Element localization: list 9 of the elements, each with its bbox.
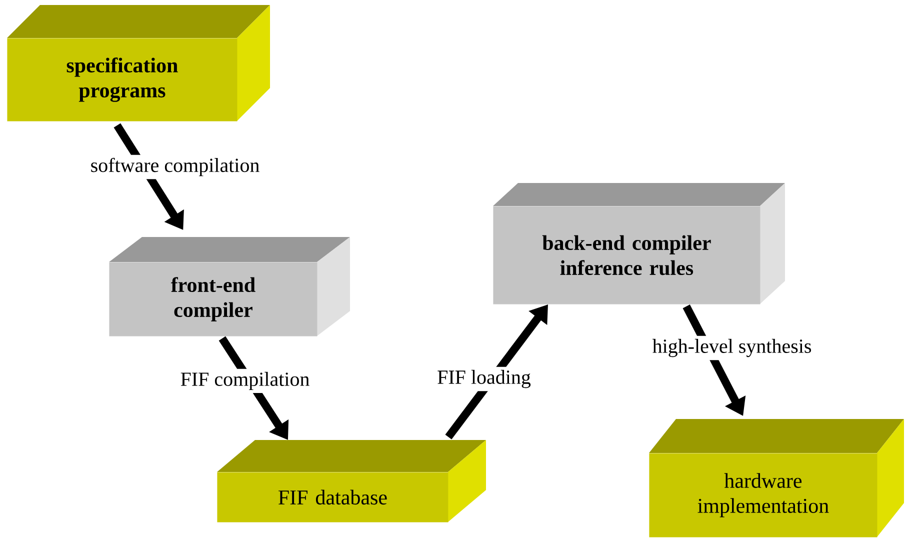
3d-box: front-end compiler	[109, 237, 350, 336]
edge-label: software compilation	[87, 154, 263, 180]
3d-box: back-end compiler inference rules	[493, 183, 785, 304]
edge-label: FIF compilation	[177, 368, 313, 394]
3d-box: specification programs	[7, 5, 270, 122]
edge-label: high-level synthesis	[649, 336, 815, 360]
edge-label: FIF loading	[434, 366, 534, 392]
3d-box: hardware implementation	[649, 419, 904, 538]
3d-box: FIF database	[217, 440, 486, 522]
